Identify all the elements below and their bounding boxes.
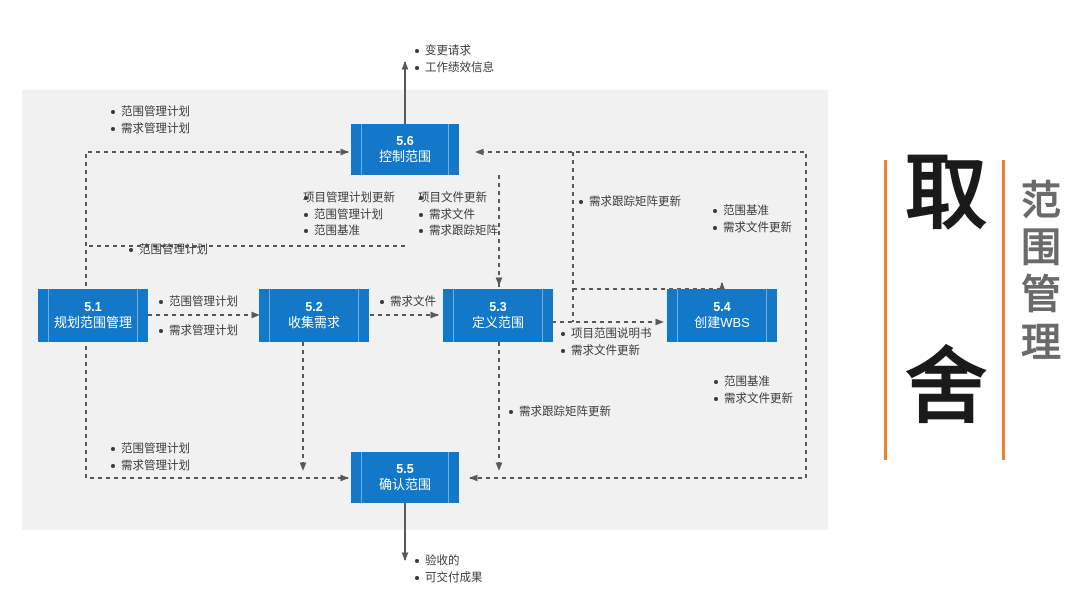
node-5-4[interactable]: 5.4 创建WBS [667, 289, 777, 342]
label-scope-baseline-top: 范围基准 需求文件更新 [712, 203, 792, 236]
node-label: 收集需求 [287, 315, 340, 331]
label-item: 范围基准 [713, 374, 793, 391]
side-title-sub: 范 围 管 理 [1012, 178, 1070, 367]
side-sub-char: 管 [1021, 273, 1061, 318]
label-item: 需求跟踪矩阵更新 [508, 404, 611, 421]
label-item: 范围管理计划 [158, 294, 238, 311]
node-number: 5.5 [396, 461, 414, 476]
label-item: 需求文件更新 [713, 391, 793, 408]
label-item: 需求文件 [379, 294, 436, 311]
accent-rule-left [884, 160, 887, 460]
label-item: 需求文件更新 [560, 343, 652, 360]
side-title-char: 舍 [904, 341, 987, 433]
node-5-1[interactable]: 5.1 规划范围管理 [38, 289, 148, 342]
label-item: 范围基准 [712, 203, 792, 220]
label-rtm-update-low: 需求跟踪矩阵更新 [508, 404, 611, 421]
label-item: 需求管理计划 [110, 121, 190, 138]
label-item: 需求跟踪矩阵更新 [578, 194, 681, 211]
label-51-to-52: 范围管理计划 需求管理计划 [158, 294, 238, 339]
node-number: 5.6 [396, 133, 414, 148]
label-scope-plan-mid: 范围管理计划 [128, 242, 208, 259]
node-label: 创建WBS [694, 315, 750, 331]
label-item: 验收的 [414, 553, 483, 570]
side-sub-char: 围 [1021, 226, 1061, 271]
side-sub-char: 理 [1021, 320, 1061, 365]
label-item: 变更请求 [414, 43, 494, 60]
node-accent-left [677, 289, 678, 342]
label-item: 需求文件 [418, 207, 498, 224]
label-item: 范围管理计划 [303, 207, 395, 224]
label-item-cont: 可交付成果 [414, 570, 483, 587]
node-accent-left [361, 124, 362, 175]
node-number: 5.2 [305, 299, 323, 314]
node-accent-right [766, 289, 767, 342]
label-item: 范围管理计划 [128, 242, 208, 259]
node-5-6[interactable]: 5.6 控制范围 [351, 124, 459, 175]
node-accent-left [361, 452, 362, 503]
node-label: 规划范围管理 [53, 315, 132, 331]
node-number: 5.4 [713, 299, 731, 314]
label-req-doc: 需求文件 [379, 294, 436, 311]
node-label: 定义范围 [471, 315, 524, 331]
side-sub-char: 范 [1021, 179, 1061, 223]
label-item: 范围管理计划 [110, 441, 190, 458]
label-item: 项目范围说明书 [560, 326, 652, 343]
label-scope-baseline-low: 范围基准 需求文件更新 [713, 374, 793, 407]
node-accent-right [448, 124, 449, 175]
node-accent-right [542, 289, 543, 342]
node-accent-left [48, 289, 49, 342]
label-item: 需求文件更新 [712, 220, 792, 237]
label-project-doc-update: 项目文件更新 需求文件 需求跟踪矩阵 [418, 190, 498, 240]
label-item: 需求管理计划 [158, 323, 238, 340]
label-bottom-output: 验收的 可交付成果 [414, 553, 483, 586]
node-accent-left [453, 289, 454, 342]
label-top-output: 变更请求 工作绩效信息 [414, 43, 494, 76]
label-heading: 项目文件更新 [418, 190, 498, 207]
node-5-5[interactable]: 5.5 确认范围 [351, 452, 459, 503]
side-title-block: 取 口 舍 范 围 管 理 [884, 148, 1074, 460]
label-item: 范围管理计划 [110, 104, 190, 121]
label-item: 工作绩效信息 [414, 60, 494, 77]
side-title-char: 取 [904, 148, 987, 239]
label-bottom-left-to-55: 范围管理计划 需求管理计划 [110, 441, 190, 474]
label-rtm-update-top: 需求跟踪矩阵更新 [578, 194, 681, 211]
node-accent-left [269, 289, 270, 342]
label-heading: 项目管理计划更新 [303, 190, 395, 207]
node-number: 5.1 [84, 299, 102, 314]
node-accent-right [448, 452, 449, 503]
accent-rule-right [1002, 160, 1005, 460]
node-label: 控制范围 [378, 149, 431, 165]
node-accent-right [137, 289, 138, 342]
label-item: 需求管理计划 [110, 458, 190, 475]
label-item: 需求跟踪矩阵 [418, 223, 498, 240]
label-top-left-to-56: 范围管理计划 需求管理计划 [110, 104, 190, 137]
node-number: 5.3 [489, 299, 507, 314]
label-item: 范围基准 [303, 223, 395, 240]
node-5-2[interactable]: 5.2 收集需求 [259, 289, 369, 342]
label-53-outputs: 项目范围说明书 需求文件更新 [560, 326, 652, 359]
label-pm-plan-update: 项目管理计划更新 范围管理计划 范围基准 [303, 190, 395, 240]
node-accent-right [358, 289, 359, 342]
node-5-3[interactable]: 5.3 定义范围 [443, 289, 553, 342]
side-title-main: 取 口 舍 [898, 146, 994, 436]
node-label: 确认范围 [378, 477, 431, 493]
